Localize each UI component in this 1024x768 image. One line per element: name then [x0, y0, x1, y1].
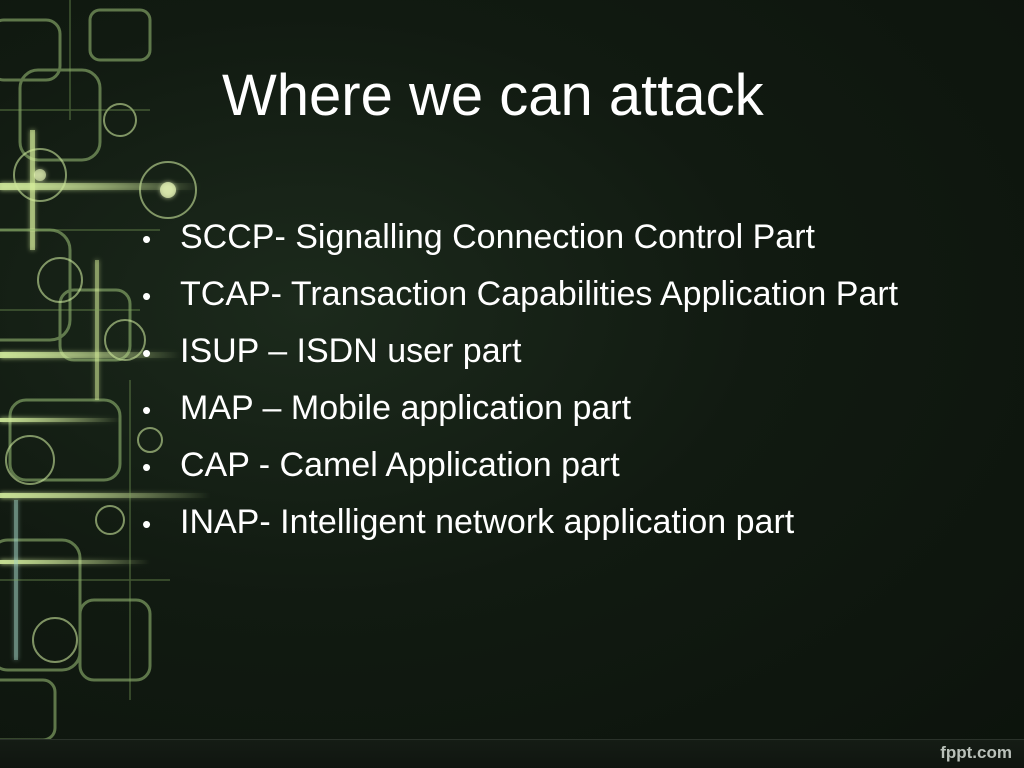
- bullet-marker: •: [142, 224, 152, 254]
- bullet-marker: •: [142, 452, 152, 482]
- bullet-list: • SCCP- Signalling Connection Control Pa…: [140, 218, 898, 560]
- list-item: • ISUP – ISDN user part: [140, 332, 898, 389]
- bullet-marker: •: [142, 281, 152, 311]
- bullet-marker: •: [142, 338, 152, 368]
- abstract-circuit-decoration: [0, 0, 210, 742]
- footer-bar: fppt.com: [0, 739, 1024, 768]
- list-item-text: INAP- Intelligent network application pa…: [180, 503, 795, 541]
- list-item: • CAP - Camel Application part: [140, 446, 898, 503]
- list-item-text: TCAP- Transaction Capabilities Applicati…: [180, 275, 899, 313]
- list-item-text: CAP - Camel Application part: [180, 446, 620, 484]
- bullet-marker: •: [142, 509, 152, 539]
- list-item-text: SCCP- Signalling Connection Control Part: [180, 218, 815, 256]
- list-item-text: ISUP – ISDN user part: [180, 332, 522, 370]
- bullet-marker: •: [142, 395, 152, 425]
- watermark: fppt.com: [940, 743, 1012, 762]
- list-item: • SCCP- Signalling Connection Control Pa…: [140, 218, 898, 275]
- list-item: • INAP- Intelligent network application …: [140, 503, 898, 560]
- list-item-text: MAP – Mobile application part: [180, 389, 632, 427]
- list-item: • TCAP- Transaction Capabilities Applica…: [140, 275, 898, 332]
- list-item: • MAP – Mobile application part: [140, 389, 898, 446]
- slide-title: Where we can attack: [222, 63, 764, 128]
